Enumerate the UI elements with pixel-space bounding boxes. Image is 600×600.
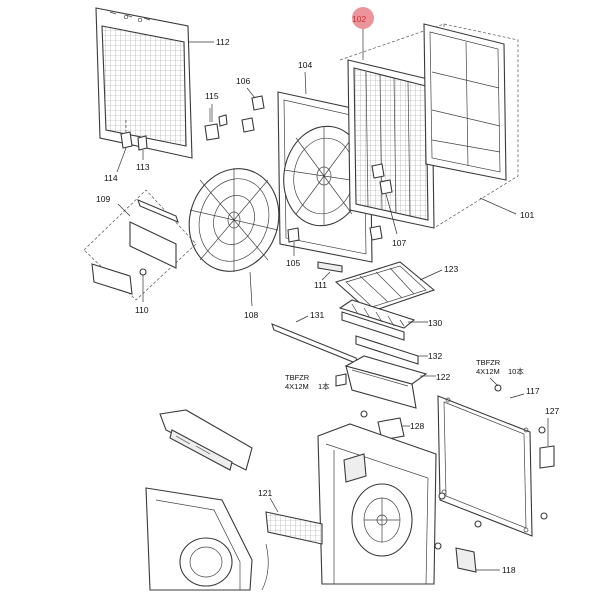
part-128-bracket: [377, 417, 410, 441]
part-131-bar: [271, 315, 359, 365]
part-118-control-board: [455, 547, 500, 573]
label-112: 112: [216, 37, 230, 47]
note-screw-b-size: 4X12M: [476, 367, 500, 376]
part-106-clip: [241, 87, 265, 133]
label-123: 123: [444, 264, 458, 274]
part-111-strip: [317, 261, 343, 281]
part-122-drain-tray: [335, 355, 436, 409]
label-102: 102: [352, 14, 366, 24]
part-108-fan-guard: [188, 168, 280, 307]
part-127-label: [539, 418, 555, 469]
label-106: 106: [236, 76, 250, 86]
label-118: 118: [502, 565, 516, 575]
label-115: 115: [205, 91, 219, 101]
part-112-front-grille: [95, 7, 214, 159]
part-113-clip: [137, 135, 148, 160]
note-screw-a-code: TBFZR: [285, 373, 310, 382]
label-127: 127: [545, 406, 559, 416]
note-screw-a-size: 4X12M: [285, 382, 309, 391]
part-101-rear-filter: [339, 23, 519, 229]
part-105-clip: [287, 227, 300, 256]
label-105: 105: [286, 258, 300, 268]
part-132-bar: [355, 335, 428, 365]
part-109-assembly: [83, 189, 197, 302]
part-main-housing: [317, 423, 437, 585]
label-121: 121: [258, 488, 272, 498]
label-101: 101: [520, 210, 534, 220]
highlight-marker-102: [352, 7, 374, 29]
label-132: 132: [428, 351, 442, 361]
label-130: 130: [428, 318, 442, 328]
label-109: 109: [96, 194, 110, 204]
note-screw-a-qty: 1本: [318, 381, 330, 391]
label-107: 107: [392, 238, 406, 248]
part-114-clip: [116, 120, 133, 173]
label-111: 111: [314, 280, 327, 290]
label-110: 110: [135, 305, 149, 315]
part-121-mesh: [265, 497, 323, 545]
label-114: 114: [104, 173, 118, 183]
note-screw-b-code: TBFZR: [476, 358, 501, 367]
note-screw-b-qty: 10本: [508, 366, 524, 376]
part-side-housing: [145, 487, 269, 591]
part-130-clip-row: [338, 299, 428, 341]
part-107-clip: [369, 163, 398, 241]
label-131: 131: [310, 310, 324, 320]
label-128: 128: [410, 421, 424, 431]
label-104: 104: [298, 60, 312, 70]
label-122: 122: [436, 372, 450, 382]
part-102-filter: [347, 28, 435, 229]
part-upper-cover: [159, 409, 253, 471]
label-108: 108: [244, 310, 258, 320]
part-115-clip: [204, 104, 228, 141]
part-117-back-cover: [437, 393, 533, 537]
label-117: 117: [526, 386, 540, 396]
label-113: 113: [136, 162, 150, 172]
